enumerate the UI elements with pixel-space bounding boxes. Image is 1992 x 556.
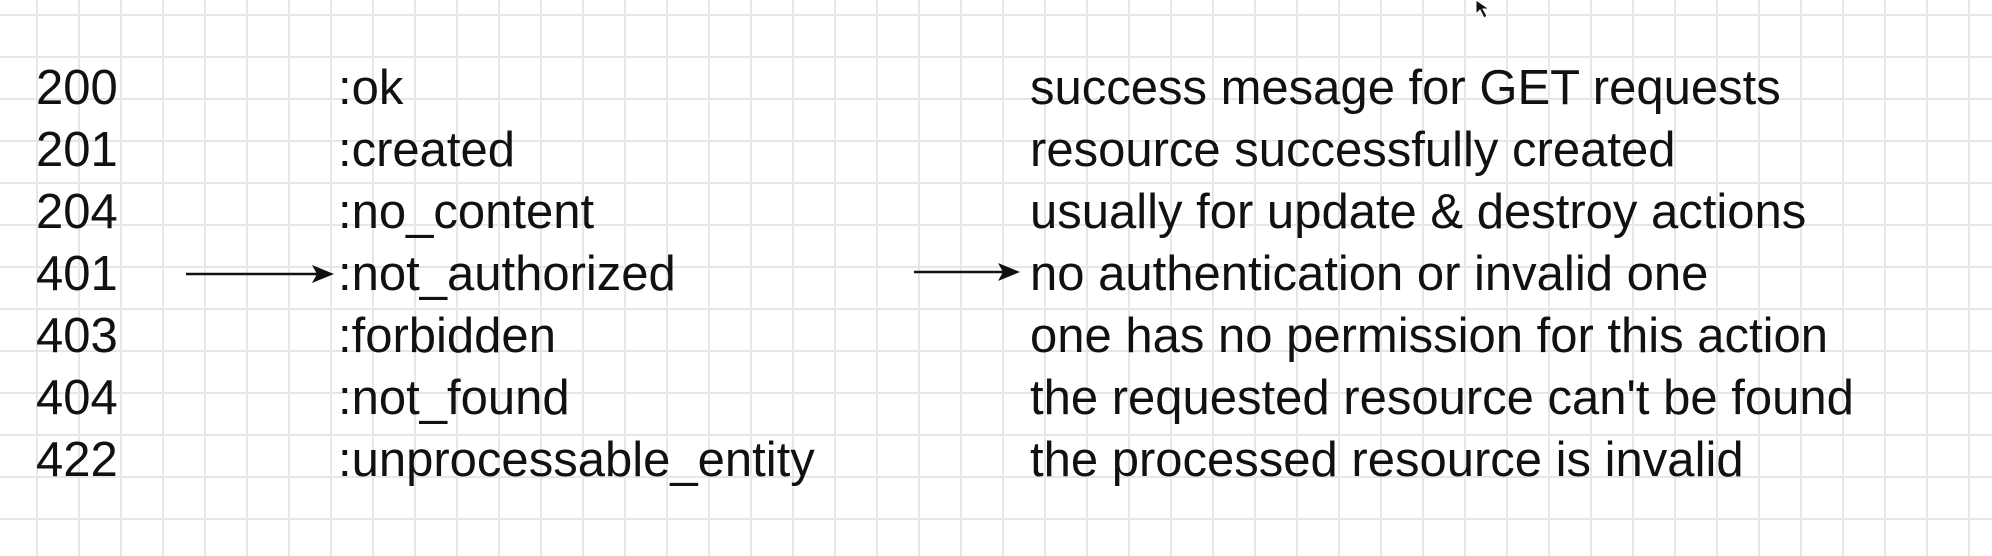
status-code: 403	[36, 309, 118, 363]
status-symbol: :not_found	[338, 371, 570, 425]
status-symbol: :forbidden	[338, 309, 556, 363]
status-symbol: :ok	[338, 61, 404, 115]
status-code: 200	[36, 61, 118, 115]
status-description: success mesage for GET requests	[1030, 61, 1781, 115]
status-description: no authentication or invalid one	[1030, 247, 1709, 301]
status-code: 201	[36, 123, 118, 177]
status-description: the requested resource can't be found	[1030, 371, 1854, 425]
status-row-200: 200 :ok success mesage for GET requests	[0, 58, 1992, 118]
status-symbol: :not_authorized	[338, 247, 676, 301]
status-row-422: 422 :unprocessable_entity the processed …	[0, 430, 1992, 490]
status-symbol: :created	[338, 123, 516, 177]
mouse-pointer-icon	[1474, 0, 1494, 22]
status-row-404: 404 :not_found the requested resource ca…	[0, 368, 1992, 428]
status-symbol: :unprocessable_entity	[338, 433, 815, 487]
status-code: 404	[36, 371, 118, 425]
status-description: usually for update & destroy actions	[1030, 185, 1807, 239]
status-code: 422	[36, 433, 118, 487]
status-row-204: 204 :no_content usually for update & des…	[0, 182, 1992, 242]
arrow-right-icon	[914, 258, 1022, 286]
status-description: resource successfully created	[1030, 123, 1676, 177]
status-row-403: 403 :forbidden one has no permission for…	[0, 306, 1992, 366]
status-row-201: 201 :created resource successfully creat…	[0, 120, 1992, 180]
arrow-right-icon	[186, 260, 336, 288]
status-row-401: 401 :not_authorized no authentication or…	[0, 244, 1992, 304]
status-description: one has no permission for this action	[1030, 309, 1829, 363]
status-code: 401	[36, 247, 118, 301]
status-code: 204	[36, 185, 118, 239]
status-description: the processed resource is invalid	[1030, 433, 1744, 487]
status-symbol: :no_content	[338, 185, 595, 239]
